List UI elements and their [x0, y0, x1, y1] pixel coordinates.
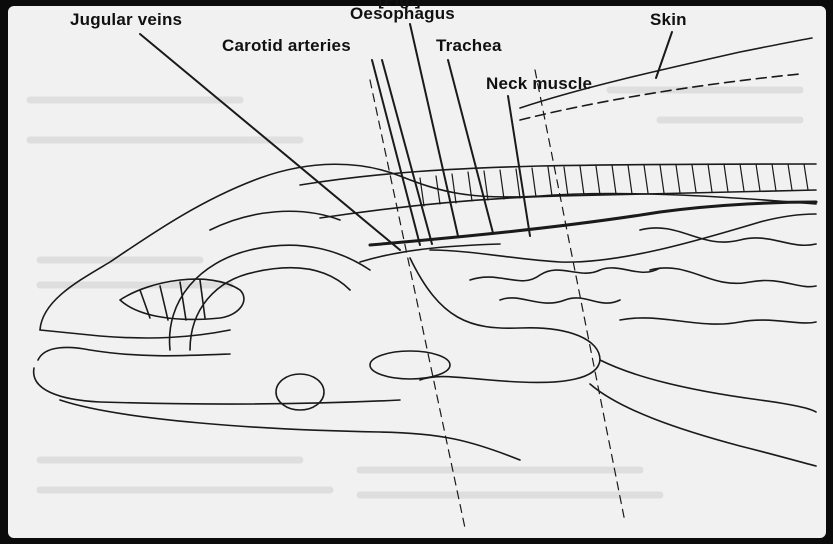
crop-folds-5	[620, 318, 816, 324]
label-neck-muscle: Neck muscle	[486, 74, 592, 94]
crop-folds-2	[500, 298, 620, 303]
beak-lower	[38, 347, 230, 360]
crop-folds-3	[640, 228, 816, 245]
label-carotid-arteries: Carotid arteries	[222, 36, 351, 56]
leader-carotid-arteries-1	[372, 60, 420, 245]
skull-outline	[40, 164, 816, 330]
label-trachea: Trachea	[436, 36, 502, 56]
crop-outline	[410, 258, 600, 382]
pharynx-structure	[370, 351, 450, 379]
jaw-line	[34, 368, 400, 404]
breast-outline	[590, 384, 816, 466]
lower-neck-outline	[600, 360, 816, 412]
vertebrae-top	[300, 164, 816, 185]
crop-folds-1	[470, 268, 660, 281]
leader-skin	[656, 32, 672, 78]
label-oesophagus: Oesophagus	[350, 4, 455, 24]
ear-structure	[276, 374, 324, 410]
section-line-2	[535, 70, 625, 522]
brain-curve-3	[210, 211, 340, 230]
beak-upper	[40, 330, 230, 338]
label-skin: Skin	[650, 10, 687, 30]
label-jugular-veins: Jugular veins	[70, 10, 182, 30]
section-line-1	[370, 80, 465, 528]
crop-folds-4	[650, 268, 816, 287]
